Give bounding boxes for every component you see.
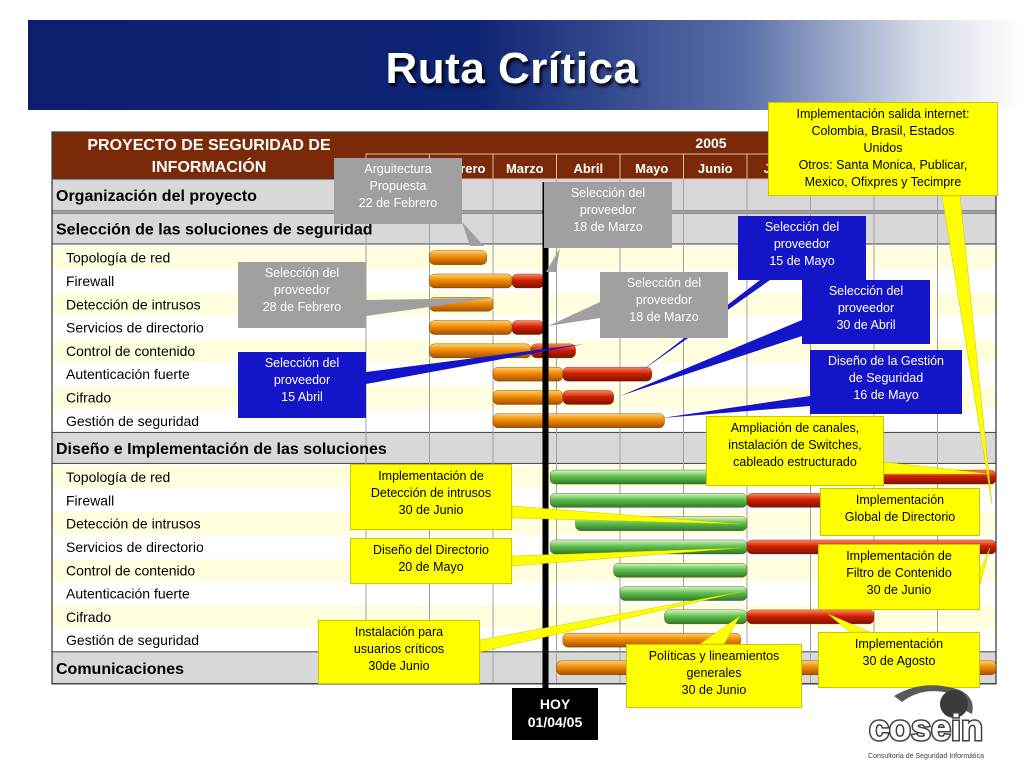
gantt-bar-red <box>746 609 875 625</box>
gantt-bar-green <box>549 493 748 508</box>
callout-pointer <box>366 344 584 384</box>
gantt-bar-orange <box>492 366 564 382</box>
project-label-line2: INFORMACIÓN <box>152 157 267 176</box>
task-label: Firewall <box>66 492 114 508</box>
month-header-cell <box>492 153 557 180</box>
month-label: Marzo <box>506 161 544 176</box>
callout-pointer <box>979 547 991 585</box>
gantt-bar-orange <box>429 320 513 335</box>
month-header-cell <box>556 153 621 180</box>
section-label: Comunicaciones <box>56 661 184 678</box>
month-label: Junio <box>698 161 733 176</box>
callout-pointer <box>662 396 810 418</box>
month-header-cell <box>683 153 748 180</box>
callout-pointer <box>883 461 991 475</box>
callout-ampliacion-canales: Ampliación de canales,instalación de Swi… <box>706 416 884 486</box>
section-label: Selección de las soluciones de seguridad <box>56 222 373 239</box>
callout-pointer <box>511 505 741 525</box>
page-title: Ruta Crítica <box>385 44 639 93</box>
task-label: Autenticación fuerte <box>66 586 190 602</box>
task-row <box>52 512 996 536</box>
task-label: Servicios de directorio <box>66 539 204 555</box>
task-label: Autenticación fuerte <box>66 366 190 382</box>
callout-pointer <box>546 248 560 272</box>
task-row <box>52 558 996 582</box>
month-label: Abril <box>573 161 603 176</box>
task-label: Cifrado <box>66 609 111 625</box>
year-label: 2005 <box>695 135 726 151</box>
task-label: Cifrado <box>66 389 111 405</box>
gantt-bar-orange <box>492 390 564 405</box>
gantt-bar-red <box>562 390 614 405</box>
task-row <box>52 581 996 606</box>
task-label: Gestión de seguridad <box>66 413 199 429</box>
callout-pointer <box>941 195 993 505</box>
callout-pointer <box>479 591 741 653</box>
logo-subtitle: Consultoría de Seguridad Informática <box>868 753 984 760</box>
gantt-bar-green <box>613 563 748 578</box>
callout-pointer <box>366 298 492 316</box>
task-label: Firewall <box>66 273 114 289</box>
task-label: Detección de intrusos <box>66 516 201 532</box>
month-header-cell <box>619 153 684 180</box>
task-label: Topología de red <box>66 250 170 266</box>
task-label: Topología de red <box>66 469 170 485</box>
gantt-bar-red <box>562 366 652 382</box>
logo-wordmark: cosein <box>869 707 983 748</box>
callout-pointer <box>511 547 741 567</box>
callout-pointer <box>462 222 484 246</box>
gantt-bar-orange <box>429 273 513 289</box>
gantt-bar-orange <box>492 413 665 428</box>
section-label: Diseño e Implementación de las solucione… <box>56 441 387 458</box>
task-label: Gestión de seguridad <box>66 632 199 648</box>
project-label-line1: PROYECTO DE SEGURIDAD DE <box>87 137 331 154</box>
callout-implementacion-salida-internet: Implementación salida internet:Colombia,… <box>768 102 998 196</box>
gantt-bar-green <box>619 586 748 601</box>
task-label: Control de contenido <box>66 343 195 359</box>
callout-pointer <box>620 320 802 396</box>
task-label: Detección de intrusos <box>66 296 201 312</box>
task-label: Servicios de directorio <box>66 320 204 336</box>
gantt-bar-orange <box>429 250 487 265</box>
task-label: Control de contenido <box>66 562 195 578</box>
gantt-bar-red <box>511 320 544 335</box>
month-label: Mayo <box>635 161 668 176</box>
gantt-bar-red <box>511 273 544 289</box>
cosein-logo: cosein Consultoría de Seguridad Informát… <box>867 685 985 760</box>
title-banner <box>28 20 1024 110</box>
today-line <box>542 182 549 694</box>
callout-pointer <box>548 302 600 326</box>
section-label: Organización del proyecto <box>56 188 257 205</box>
